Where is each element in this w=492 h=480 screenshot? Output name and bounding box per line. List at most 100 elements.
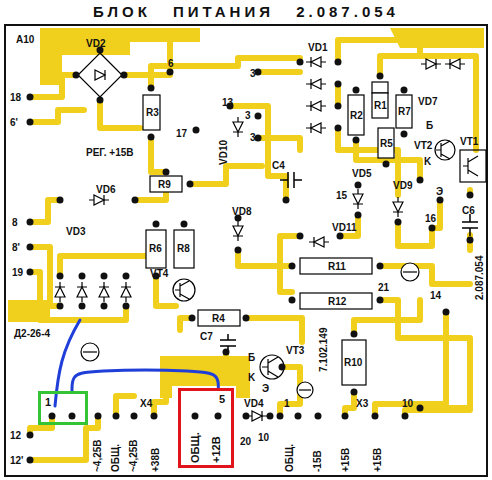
terminal-label: ОБЩ.	[110, 444, 121, 472]
part-label: VT4	[150, 268, 168, 279]
mounting-hole	[81, 263, 419, 398]
copper-trace	[30, 272, 126, 320]
part-label: 3	[245, 110, 251, 121]
copper-trace	[345, 392, 354, 416]
part-label: 6	[168, 58, 174, 69]
solder-pad	[383, 161, 390, 168]
highlight-box: 1	[38, 391, 88, 425]
transistor-symbol	[463, 156, 478, 176]
solder-pad	[297, 59, 304, 66]
copper-trace	[380, 266, 470, 284]
solder-pad	[342, 413, 349, 420]
solder-pad	[113, 413, 120, 420]
bridge-symbol	[78, 53, 122, 97]
solder-pad	[192, 413, 199, 420]
solder-pad	[235, 247, 242, 254]
part-label: 14	[430, 290, 441, 301]
solder-pad	[148, 134, 155, 141]
part-label: 1	[284, 398, 290, 409]
part-label: R10	[344, 357, 362, 368]
diode-symbol	[233, 221, 243, 241]
part-label: VD2	[86, 38, 105, 49]
diode-symbol	[306, 123, 326, 133]
highlight-box: 5ОБЩ.+12В	[178, 388, 234, 468]
copper-trace	[380, 300, 470, 408]
part-label: Э	[262, 383, 269, 394]
solder-pad	[57, 197, 64, 204]
solder-pad	[27, 432, 34, 439]
diode-symbol	[306, 79, 326, 89]
solder-pad	[193, 127, 200, 134]
solder-pad	[181, 221, 188, 228]
copper-trace	[30, 75, 76, 97]
copper-trace	[100, 100, 140, 128]
solder-pad	[27, 457, 34, 464]
terminal-label: +15В	[340, 448, 351, 472]
solder-pad	[283, 197, 290, 204]
solder-pad	[79, 303, 86, 310]
part-label: C7	[200, 331, 213, 342]
mounting-hole	[403, 271, 417, 272]
diode-symbol	[55, 282, 65, 302]
part-label: 17	[176, 128, 187, 139]
solder-pad	[27, 47, 474, 464]
copper-trace	[375, 312, 446, 416]
part-label: VD3	[66, 226, 85, 237]
solder-pad	[402, 413, 409, 420]
solder-pad	[395, 219, 402, 226]
terminal-label: 1	[45, 396, 51, 408]
solder-pad	[97, 97, 104, 104]
copper-trace	[30, 416, 52, 435]
solder-pad	[335, 81, 342, 88]
mounting-hole	[297, 382, 313, 398]
part-label: VT1	[460, 136, 478, 147]
mounting-hole	[81, 343, 99, 361]
resistor-symbol	[150, 176, 182, 192]
part-label: VT3	[286, 345, 304, 356]
solder-pad	[315, 413, 322, 420]
part-label: VD8	[232, 206, 251, 217]
capacitor-symbol	[220, 172, 478, 352]
transistor-symbol	[173, 279, 195, 301]
copper-trace	[116, 396, 134, 416]
part-label: 19	[12, 267, 23, 278]
solder-pad	[57, 303, 64, 310]
terminal-label: +12В	[210, 436, 222, 463]
part-label: C4	[272, 160, 285, 171]
solder-pad	[27, 219, 34, 226]
solder-pad	[123, 303, 130, 310]
solder-pad	[335, 59, 342, 66]
terminal-label: 7.102.149	[318, 328, 329, 373]
part-label: R6	[149, 243, 162, 254]
diode-symbol	[309, 237, 329, 247]
part-label: 15	[336, 190, 347, 201]
solder-pad	[167, 69, 174, 76]
solder-pad	[123, 273, 130, 280]
solder-pad	[443, 309, 450, 316]
solder-pad	[377, 297, 384, 304]
bridge-symbol	[95, 70, 105, 80]
part-label: VD11	[332, 222, 356, 233]
copper-trace	[258, 138, 300, 150]
solder-pad	[355, 212, 362, 219]
diode-symbol	[233, 117, 243, 137]
solder-pad	[335, 125, 342, 132]
terminal-label: ОБЩ.	[189, 432, 201, 463]
part-label: VD4	[244, 398, 263, 409]
diode-symbol	[306, 57, 326, 67]
solder-pad	[151, 413, 158, 420]
copper-trace	[30, 200, 60, 222]
transistor-symbol	[460, 150, 486, 182]
transistor-symbol	[436, 141, 450, 159]
copper-trace	[124, 72, 170, 78]
part-label: Э	[436, 186, 443, 197]
part-label: R11	[328, 261, 346, 272]
solder-pad	[189, 315, 196, 322]
part-label: VD6	[96, 184, 115, 195]
solder-pad	[79, 273, 86, 280]
part-label: R9	[158, 179, 171, 190]
solder-pad	[223, 349, 230, 356]
part-label: 21	[378, 282, 389, 293]
copper-trace	[30, 110, 84, 122]
